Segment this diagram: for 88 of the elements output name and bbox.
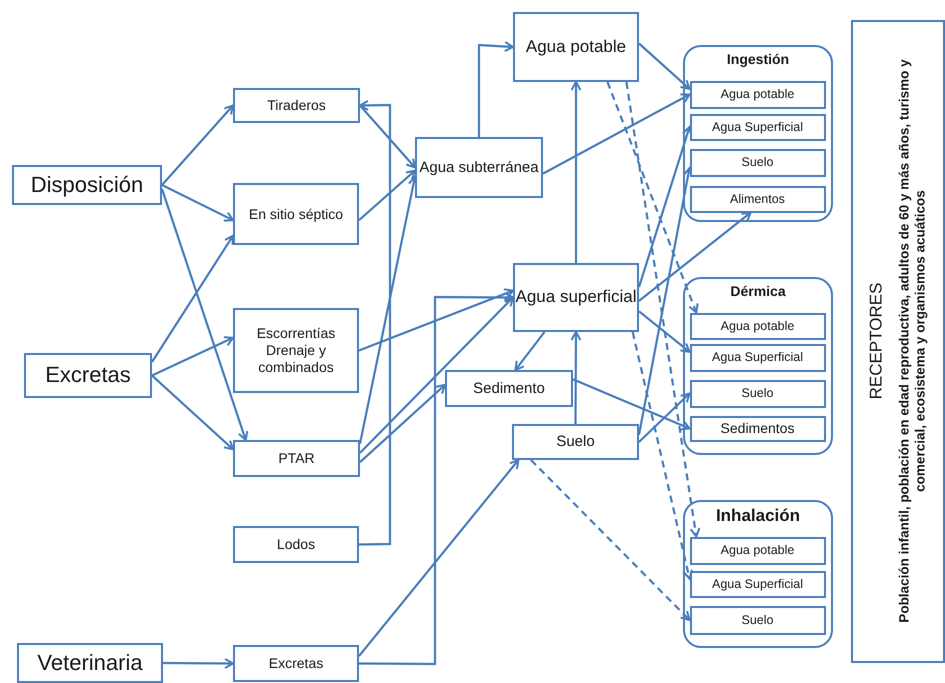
box-label: En sitio séptico [248,206,344,222]
arrow [478,41,514,137]
process-box [17,643,163,683]
arrow [359,384,446,464]
box-label: Agua subterránea [419,158,539,176]
exposure-group-box [683,277,833,455]
box-label: Excretas [268,655,324,672]
arrow [151,234,234,363]
box-label: Suelo [742,386,774,401]
process-box [445,370,573,407]
arrow [358,170,416,222]
arrow [638,392,690,443]
box-label: Suelo [742,155,774,170]
dashed-arrow [632,332,694,580]
arrow [160,188,248,441]
arrow [151,374,234,450]
arrow [570,331,582,424]
box-label: Agua potable [720,318,794,334]
box-label: PTAR [278,450,315,467]
process-box [513,12,639,82]
box-label: Tiraderos [267,97,326,114]
box-label: Excretas [45,362,131,389]
box-label: Veterinaria [37,650,143,676]
arrow [572,378,690,431]
receptor-description: Población infantil, población en edad reproductiva, adultos de 60 y más años, turismo y comercial, ecosistema y organismos acuáticos [896,58,929,625]
receptor-box [851,20,945,663]
process-box [690,186,826,212]
process-box [690,80,826,108]
box-label: Escorrentías Drenaje y combinados [256,325,336,376]
box-label: Agua potable [526,36,626,58]
group-heading: Ingestión [726,51,790,68]
dashed-arrow [530,459,690,621]
process-box [24,353,152,398]
arrow [542,93,690,175]
arrow [359,296,514,454]
process-box [690,114,826,140]
process-box [690,312,826,340]
box-label: Disposición [30,172,144,198]
process-box [233,88,360,123]
arrow [358,459,520,657]
box-label: Sedimentos [720,420,794,437]
receptor-heading: RECEPTORES [866,282,886,400]
arrow [638,212,752,302]
arrow [570,81,582,263]
process-box [415,137,543,198]
arrow [359,292,514,666]
arrow [358,288,514,352]
box-label: Agua potable [720,543,794,558]
process-box [233,183,359,245]
process-box [690,148,826,176]
arrow [514,331,546,371]
exposure-group-box [683,500,833,648]
process-box [690,570,826,598]
process-box [513,263,639,332]
exposure-group-box [683,45,833,222]
dashed-arrow [606,82,699,314]
arrow [161,104,234,186]
arrow [638,42,690,90]
arrow [163,658,234,669]
arrow [162,184,234,222]
box-label: Agua Superficial [712,576,804,592]
process-box [233,308,359,393]
process-box [690,380,826,408]
process-box [12,165,162,205]
process-box [690,344,826,372]
box-label: Agua superficial [516,287,636,308]
group-heading: Dérmica [730,283,786,300]
box-label: Lodos [276,536,316,553]
process-box [690,606,826,634]
process-box [512,424,639,460]
arrow [359,104,416,168]
box-label: Agua Superficial [712,120,804,134]
box-label: Suelo [556,433,595,451]
arrow [152,336,234,376]
process-box [690,536,826,564]
box-label: Sedimento [473,380,545,398]
dashed-arrow [625,82,701,538]
process-box [233,645,359,682]
process-box [233,526,359,563]
process-box [690,416,826,442]
box-label: Suelo [742,612,774,628]
arrow [638,310,690,353]
box-label: Agua potable [720,87,794,102]
box-label: Agua Superficial [712,350,804,365]
arrow [358,100,392,546]
process-box [233,440,360,477]
box-label: Alimentos [730,192,785,206]
group-heading: Inhalación [716,506,800,526]
